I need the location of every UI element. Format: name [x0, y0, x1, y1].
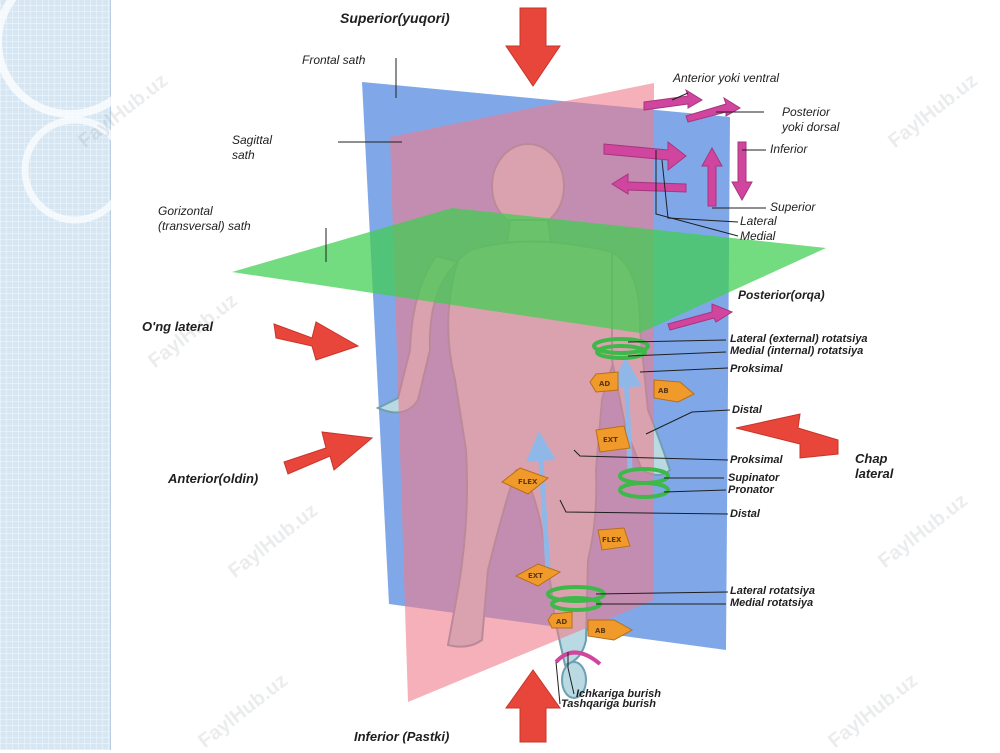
tag-ext: EXT — [528, 572, 543, 580]
label-lateral: Lateral — [740, 214, 777, 228]
label-left-lateral-1: Chap — [855, 451, 888, 466]
label-superior-small: Superior — [770, 200, 816, 214]
motion-tags — [501, 371, 695, 641]
label-lateral-external-rotation: Lateral (external) rotatsiya — [730, 333, 868, 345]
label-medial-internal-rotation: Medial (internal) rotatsiya — [730, 345, 864, 357]
label-posterior-orqa: Posterior(orqa) — [738, 288, 825, 302]
sagittal-plane — [390, 83, 654, 702]
label-left-lateral-2: lateral — [855, 466, 894, 481]
label-anterior-ventral: Anterior yoki ventral — [673, 71, 780, 85]
tag-ab: AB — [595, 627, 606, 635]
inferior-arrow — [505, 669, 561, 743]
label-medial: Medial — [740, 229, 776, 243]
label-lateral-rotation: Lateral rotatsiya — [730, 585, 815, 597]
label-posterior-dorsal-2: yoki dorsal — [782, 120, 840, 134]
horizontal-plane — [232, 208, 826, 333]
direction-arrows — [273, 7, 839, 743]
anterior-arrow — [283, 431, 374, 475]
tag-flex: FLEX — [518, 478, 538, 486]
label-horizontal-1: Gorizontal — [158, 204, 213, 218]
tag-ab: AB — [658, 387, 669, 395]
tag-ext: EXT — [603, 436, 618, 444]
label-right-lateral: O'ng lateral — [142, 319, 213, 334]
label-proximal-leg: Proksimal — [730, 454, 783, 466]
direction-minor-arrows — [603, 88, 753, 331]
label-posterior-dorsal-1: Posterior — [782, 105, 831, 119]
label-frontal-plane: Frontal sath — [302, 53, 366, 67]
label-supinator: Supinator — [728, 472, 780, 484]
tag-ad: AD — [556, 618, 567, 626]
label-pronator: Pronator — [728, 484, 774, 496]
label-medial-rotation: Medial rotatsiya — [730, 597, 814, 609]
label-distal-leg: Distal — [730, 508, 760, 520]
label-inferior-small: Inferior — [770, 142, 808, 156]
label-sagittal-1: Sagittal — [232, 133, 273, 147]
decorative-circles — [0, 0, 146, 224]
right-lateral-arrow — [273, 321, 360, 361]
label-eversion: Tashqariga burish — [561, 698, 656, 710]
left-lateral-arrow — [735, 413, 839, 459]
superior-arrow — [505, 7, 561, 87]
leader-lines — [325, 58, 766, 705]
label-superior: Superior(yuqori) — [340, 10, 450, 26]
tag-flex: FLEX — [602, 536, 622, 544]
label-anterior: Anterior(oldin) — [168, 471, 259, 486]
label-horizontal-2: (transversal) sath — [158, 219, 251, 233]
label-sagittal-2: sath — [232, 148, 255, 162]
label-proximal-arm: Proksimal — [730, 363, 783, 375]
tag-ad: AD — [599, 380, 610, 388]
label-inferior: Inferior (Pastki) — [354, 729, 450, 744]
label-distal-arm: Distal — [732, 404, 762, 416]
label-inversion: Ichkariga burish — [576, 688, 661, 700]
